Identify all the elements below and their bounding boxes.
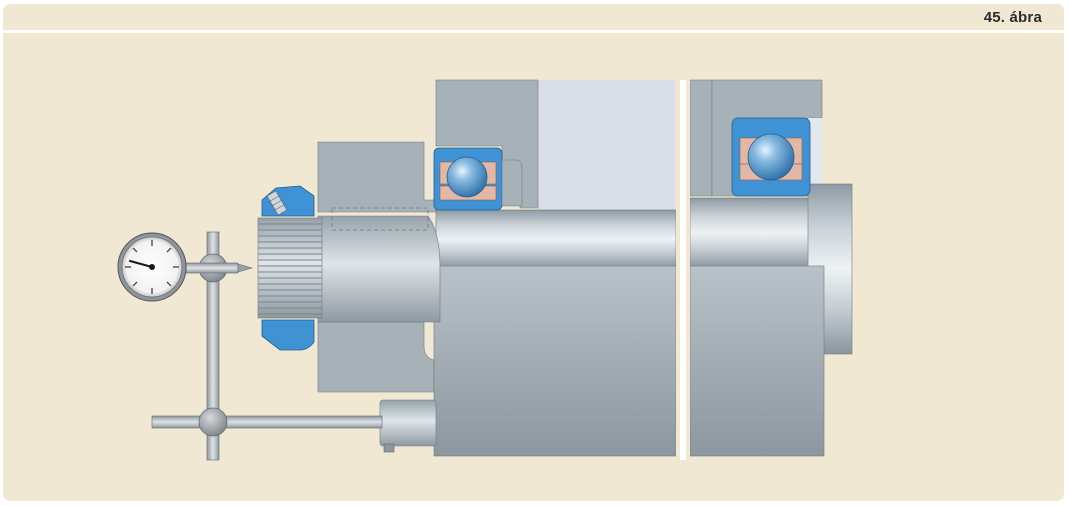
ball-icon <box>747 133 795 181</box>
dial-indicator-icon <box>117 232 187 302</box>
ball-icon <box>446 156 488 198</box>
lock-nut-bottom <box>261 319 315 351</box>
magnetic-base <box>379 399 437 447</box>
adapter-housing-left-lower <box>317 321 435 393</box>
stand-rod-horizontal[interactable] <box>151 415 383 429</box>
lock-screw-icon <box>266 190 288 216</box>
thread-section <box>257 217 323 319</box>
stand-rod-vertical <box>206 231 220 461</box>
bearing-right <box>731 117 811 197</box>
housing-lower-right <box>689 265 825 457</box>
indicator-tip <box>237 263 254 273</box>
bearing-left <box>433 147 503 211</box>
housing-inner-light-right <box>808 118 822 186</box>
magnetic-base-knob <box>383 443 395 453</box>
clamp-knob-lower[interactable] <box>198 407 228 437</box>
sleeve <box>317 215 441 323</box>
dial-needle <box>128 259 154 269</box>
figure-header: 45. ábra <box>3 4 1064 33</box>
housing-lower-left <box>433 265 677 457</box>
figure-label: 45. ábra <box>983 9 1042 26</box>
sleeve-hidden-groove <box>331 207 429 231</box>
adapter-housing-left <box>317 141 437 213</box>
shaft-main <box>435 209 677 269</box>
indicator-stem <box>185 262 239 274</box>
spacer-ring <box>501 159 523 207</box>
shaft-right <box>689 197 825 269</box>
housing-upper-right <box>689 79 713 197</box>
thread-lines <box>258 223 322 315</box>
section-break-edge <box>680 80 686 460</box>
